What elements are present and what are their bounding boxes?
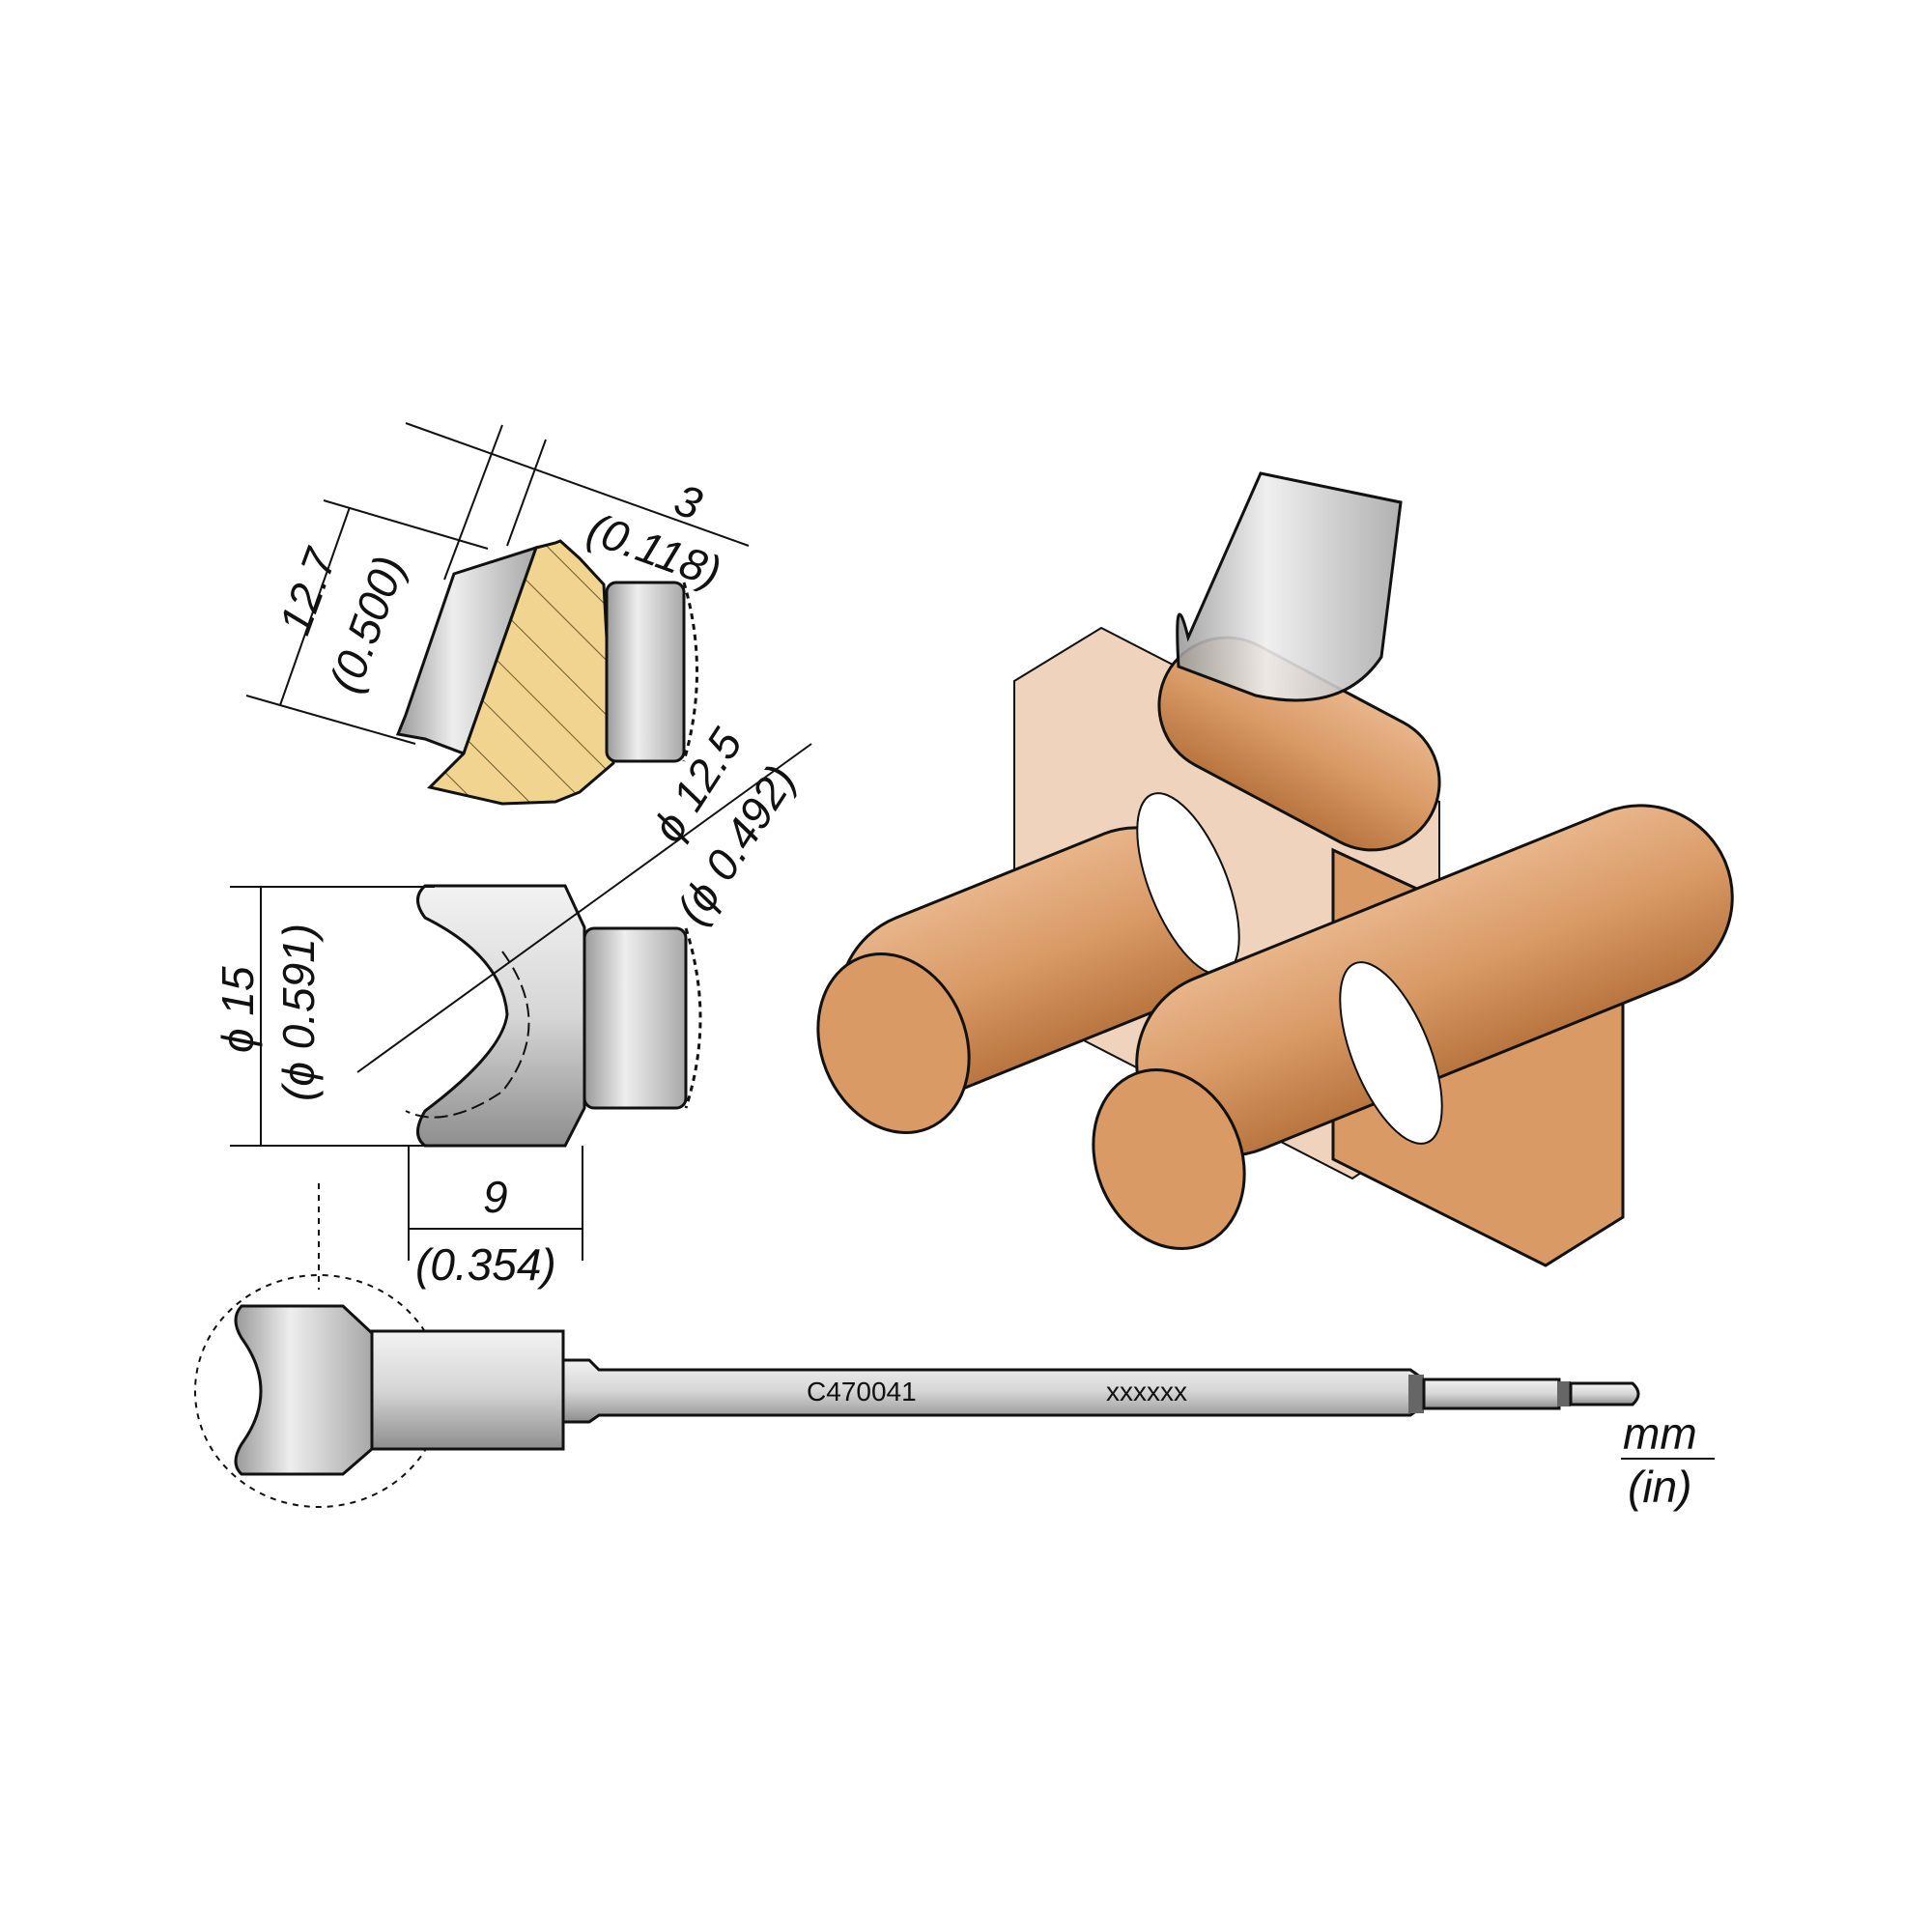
dim-9-mm: 9 [483, 1172, 508, 1222]
dim-9-in: (0.354) [415, 1239, 556, 1290]
part-number: C470041 [807, 1377, 917, 1406]
unit-mm: mm [1623, 1408, 1697, 1459]
section-neck [605, 581, 686, 763]
application-3d-view [816, 471, 1734, 1267]
dim-12-7-mm: 12.7 [270, 541, 347, 640]
dim-15-mm: ϕ 15 [213, 966, 263, 1053]
front-view [230, 743, 812, 1261]
dim-15-in: (ϕ 0.591) [273, 923, 324, 1101]
unit-in: (in) [1628, 1462, 1691, 1512]
section-hatched [427, 539, 615, 806]
front-neck [582, 926, 688, 1110]
tip-head [416, 884, 586, 1148]
dim-3-mm: 3 [668, 474, 709, 530]
tip-marking: xxxxxx [1106, 1377, 1187, 1406]
section-view [245, 422, 750, 806]
tip-side-view [194, 1183, 1640, 1508]
